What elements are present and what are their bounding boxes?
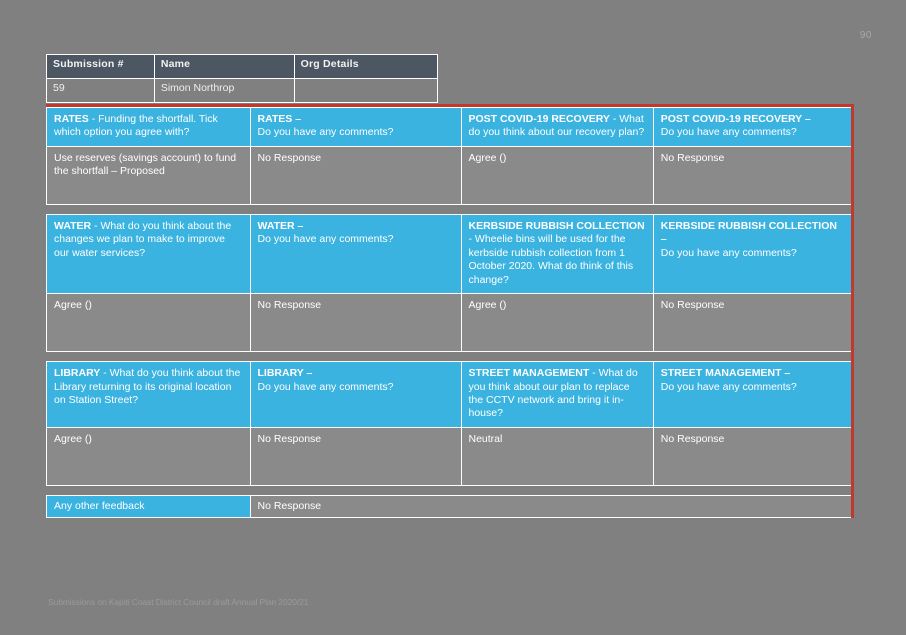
question-topic: POST COVID-19 RECOVERY (468, 113, 610, 125)
accent-bar-top (46, 104, 854, 107)
answer-cell: Use reserves (savings account) to fund t… (46, 145, 251, 205)
row-spacer (46, 204, 853, 215)
answer-cell: Agree () (460, 145, 654, 205)
question-topic: WATER (54, 219, 92, 232)
identity-header-row: Submission # Name Org Details (46, 54, 439, 79)
spacer-cell (46, 351, 853, 362)
question-text: - What do you think about our recovery p… (468, 113, 645, 139)
question-text: Do you have any comments? (257, 380, 394, 393)
document-footer: Submissions on Kapiti Coast District Cou… (48, 597, 309, 607)
question-topic: RATES – (257, 113, 302, 125)
question-cell-library-comments: LIBRARY –Do you have any comments? (249, 361, 462, 428)
question-text: - Funding the shortfall. Tick which opti… (54, 113, 218, 139)
page-number: 90 (859, 30, 872, 41)
row-spacer (46, 485, 853, 496)
answer-cell: No Response (652, 145, 854, 205)
survey-response-table: RATES - Funding the shortfall. Tick whic… (46, 107, 854, 519)
spacer-cell (46, 204, 853, 215)
answer-cell: Agree () (46, 426, 251, 486)
answer-cell: No Response (249, 145, 462, 205)
column-header-name: Name (153, 54, 295, 79)
question-topic: LIBRARY – (257, 367, 313, 380)
answer-row: Agree () No Response Agree () No Respons… (46, 293, 854, 353)
answer-cell: No Response (249, 494, 853, 519)
column-header-org: Org Details (293, 54, 439, 79)
spacer-cell (46, 485, 853, 496)
question-topic: STREET MANAGEMENT – (660, 367, 791, 380)
question-cell-post-covid-comments: POST COVID-19 RECOVERY –Do you have any … (652, 107, 854, 147)
answer-cell: No Response (249, 426, 462, 486)
question-cell-library: LIBRARY - What do you think about the Li… (46, 361, 251, 428)
question-cell-kerbside-comments: KERBSIDE RUBBISH COLLECTION –Do you have… (652, 213, 854, 295)
question-topic: STREET MANAGEMENT (468, 367, 590, 380)
question-cell-street-management-comments: STREET MANAGEMENT –Do you have any comme… (652, 361, 854, 428)
answer-cell: No Response (249, 293, 462, 353)
question-cell-any-other-feedback: Any other feedback (46, 494, 251, 519)
question-cell-water: WATER - What do you think about the chan… (46, 213, 251, 295)
question-cell-rates: RATES - Funding the shortfall. Tick whic… (46, 107, 251, 147)
row-spacer (46, 351, 853, 362)
answer-cell: Agree () (46, 293, 251, 353)
question-text: Do you have any comments? (660, 126, 797, 139)
answer-row: Use reserves (savings account) to fund t… (46, 145, 854, 205)
identity-value-row: 59 Simon Northrop (46, 78, 439, 103)
question-topic: POST COVID-19 RECOVERY – (660, 113, 811, 125)
org-details-value (293, 78, 439, 103)
column-header-submission: Submission # (46, 54, 155, 79)
question-text: Do you have any comments? (660, 246, 797, 259)
answer-cell: No Response (652, 426, 854, 486)
question-text: - Wheelie bins will be used for the kerb… (468, 233, 634, 286)
question-text: - What do you think about the changes we… (54, 219, 232, 259)
question-cell-street-management: STREET MANAGEMENT - What do you think ab… (460, 361, 654, 428)
question-topic: RATES (54, 113, 89, 125)
question-text: - What do you think about our plan to re… (468, 367, 638, 420)
final-feedback-row: Any other feedback No Response (46, 494, 853, 519)
question-topic: KERBSIDE RUBBISH COLLECTION (468, 219, 645, 232)
answer-cell: Agree () (460, 293, 654, 353)
question-text: Do you have any comments? (660, 380, 797, 393)
question-cell-kerbside-rubbish: KERBSIDE RUBBISH COLLECTION - Wheelie bi… (460, 213, 654, 295)
question-row: WATER - What do you think about the chan… (46, 213, 854, 295)
question-topic: KERBSIDE RUBBISH COLLECTION – (660, 219, 837, 246)
question-row: LIBRARY - What do you think about the Li… (46, 361, 854, 428)
answer-cell: No Response (652, 293, 854, 353)
question-cell-water-comments: WATER –Do you have any comments? (249, 213, 462, 295)
submission-number-value: 59 (46, 78, 155, 103)
answer-row: Agree () No Response Neutral No Response (46, 426, 854, 486)
question-text: Do you have any comments? (257, 233, 394, 246)
question-cell-rates-comments: RATES –Do you have any comments? (249, 107, 462, 147)
question-text: - What do you think about the Library re… (54, 367, 241, 406)
question-topic: LIBRARY (54, 367, 101, 380)
question-row: RATES - Funding the shortfall. Tick whic… (46, 107, 854, 147)
question-text: Do you have any comments? (257, 126, 394, 139)
survey-table-container: RATES - Funding the shortfall. Tick whic… (46, 104, 854, 519)
submission-identity-table: Submission # Name Org Details 59 Simon N… (46, 54, 439, 103)
answer-cell: Neutral (460, 426, 654, 486)
question-topic: WATER – (257, 219, 304, 232)
question-cell-post-covid-recovery: POST COVID-19 RECOVERY - What do you thi… (460, 107, 654, 147)
submitter-name-value: Simon Northrop (153, 78, 295, 103)
